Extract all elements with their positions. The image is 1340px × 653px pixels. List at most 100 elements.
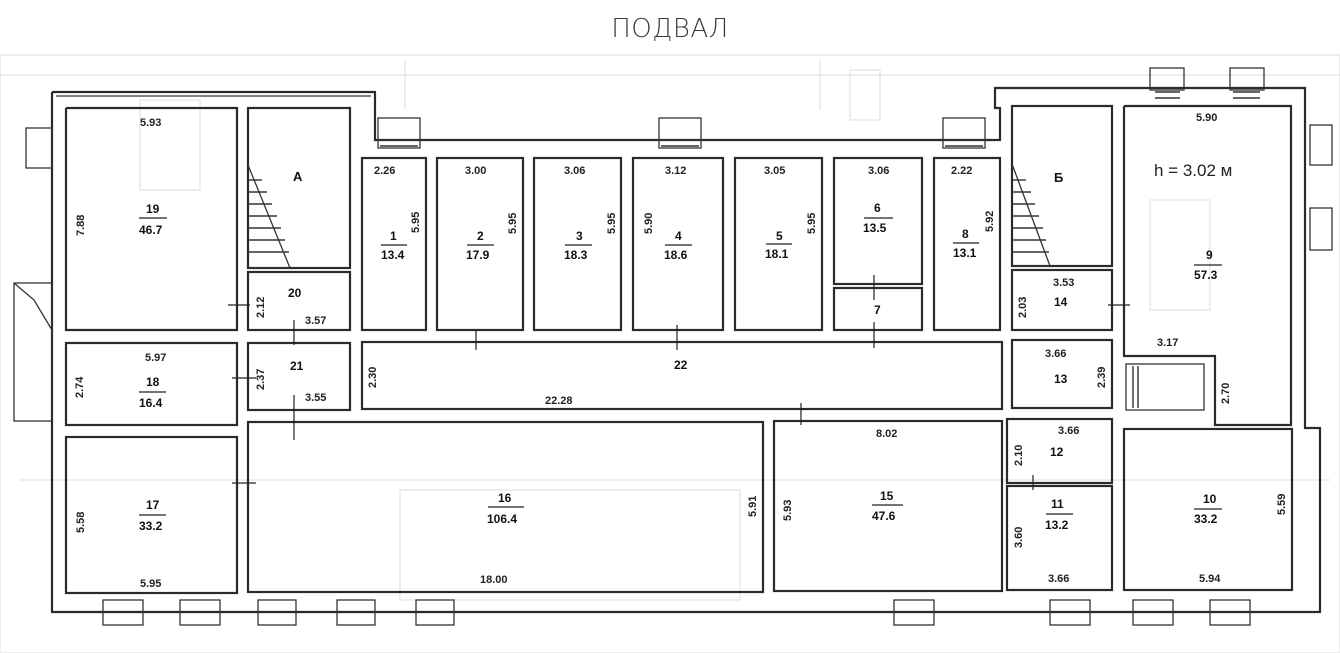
svg-text:47.6: 47.6	[872, 509, 896, 523]
svg-text:3.57: 3.57	[305, 315, 326, 327]
svg-text:1: 1	[390, 229, 397, 243]
window-wells-left	[13, 127, 53, 331]
svg-text:3.12: 3.12	[665, 165, 686, 177]
room-b: Б	[1010, 104, 1114, 268]
svg-text:2.03: 2.03	[1017, 297, 1029, 318]
room-2: 3.00 5.95 2 17.9	[435, 156, 525, 332]
room-4: 3.12 5.90 4 18.6	[631, 117, 725, 332]
svg-text:4: 4	[675, 229, 682, 243]
svg-text:3.06: 3.06	[564, 165, 585, 177]
svg-text:3.00: 3.00	[465, 165, 486, 177]
svg-text:5.94: 5.94	[1199, 573, 1221, 585]
svg-text:5: 5	[776, 229, 783, 243]
svg-text:14: 14	[1054, 295, 1068, 309]
svg-text:3.17: 3.17	[1157, 337, 1178, 349]
room-7: 7	[832, 286, 924, 332]
svg-text:5.95: 5.95	[410, 212, 422, 233]
svg-text:5.91: 5.91	[747, 496, 759, 517]
svg-text:17: 17	[146, 498, 160, 512]
svg-text:13.4: 13.4	[381, 248, 405, 262]
svg-text:19: 19	[146, 202, 160, 216]
ceiling-height-label: h = 3.02 м	[1154, 161, 1232, 180]
room-6: 3.06 6 13.5	[832, 156, 924, 286]
svg-text:33.2: 33.2	[139, 519, 163, 533]
svg-text:3.05: 3.05	[764, 165, 785, 177]
svg-text:5.95: 5.95	[806, 213, 818, 234]
room-14: 3.53 2.03 14	[1010, 268, 1114, 332]
svg-text:18.6: 18.6	[664, 248, 688, 262]
svg-text:2.12: 2.12	[255, 297, 267, 318]
svg-text:2: 2	[477, 229, 484, 243]
room-5: 3.05 5.95 5 18.1	[733, 156, 824, 332]
svg-text:15: 15	[880, 489, 894, 503]
svg-text:33.2: 33.2	[1194, 512, 1218, 526]
svg-text:2.26: 2.26	[374, 165, 395, 177]
svg-text:8.02: 8.02	[876, 428, 897, 440]
room-12: 3.66 2.10 12	[1005, 417, 1114, 485]
svg-text:2.74: 2.74	[74, 376, 86, 398]
room-1: 2.26 5.95 1 13.4	[360, 117, 428, 332]
svg-text:46.7: 46.7	[139, 223, 163, 237]
svg-text:106.4: 106.4	[487, 512, 517, 526]
page-title: ПОДВАЛ	[611, 14, 729, 44]
svg-text:5.93: 5.93	[782, 500, 794, 521]
svg-text:10: 10	[1203, 492, 1217, 506]
svg-text:17.9: 17.9	[466, 248, 490, 262]
svg-text:57.3: 57.3	[1194, 268, 1218, 282]
svg-text:13: 13	[1054, 372, 1068, 386]
room-19-height: 7.88	[75, 215, 87, 236]
svg-text:13.1: 13.1	[953, 246, 977, 260]
room-22-corridor: 22 2.30 22.28	[360, 340, 1004, 411]
svg-text:5.59: 5.59	[1276, 494, 1288, 515]
room-10: 10 33.2 5.59 5.94	[1122, 427, 1294, 592]
room-19: 5.93 7.88 19 46.7	[75, 117, 167, 237]
outer-walls	[50, 86, 1322, 614]
svg-text:2.22: 2.22	[951, 165, 972, 177]
svg-text:11: 11	[1051, 497, 1064, 511]
svg-text:9: 9	[1206, 248, 1213, 262]
svg-text:16: 16	[498, 491, 512, 505]
svg-text:2.10: 2.10	[1013, 445, 1025, 466]
scan-underlay	[0, 54, 1340, 653]
svg-text:5.97: 5.97	[145, 352, 166, 364]
svg-text:13.5: 13.5	[863, 221, 887, 235]
room-15: 8.02 15 47.6 5.93	[772, 419, 1004, 593]
svg-text:3.60: 3.60	[1013, 527, 1025, 548]
svg-text:2.39: 2.39	[1096, 367, 1108, 388]
svg-text:5.95: 5.95	[507, 213, 519, 234]
room-18: 5.97 2.74 18 16.4	[13, 282, 239, 427]
room-20: 20 2.12 3.57	[246, 270, 352, 332]
svg-text:3.66: 3.66	[1058, 425, 1079, 437]
svg-text:18.3: 18.3	[564, 248, 588, 262]
svg-text:3.66: 3.66	[1045, 348, 1066, 360]
svg-text:18: 18	[146, 375, 160, 389]
svg-text:18.00: 18.00	[480, 574, 508, 586]
svg-text:5.92: 5.92	[984, 211, 996, 232]
svg-text:5.90: 5.90	[1196, 112, 1217, 124]
room-19-width: 5.93	[140, 117, 161, 129]
room-17: 17 33.2 5.58 5.95	[64, 435, 239, 595]
svg-text:21: 21	[290, 359, 304, 373]
svg-text:5.95: 5.95	[140, 578, 161, 590]
svg-text:13.2: 13.2	[1045, 518, 1069, 532]
svg-text:5.90: 5.90	[643, 213, 655, 234]
svg-text:18.1: 18.1	[765, 247, 789, 261]
svg-text:2.37: 2.37	[255, 369, 267, 390]
svg-text:20: 20	[288, 286, 302, 300]
room-b-label: Б	[1054, 170, 1063, 185]
svg-text:2.70: 2.70	[1220, 383, 1232, 404]
svg-text:3.06: 3.06	[868, 165, 889, 177]
svg-text:6: 6	[874, 201, 881, 215]
svg-text:22: 22	[674, 358, 688, 372]
room-21: 21 2.37 3.55	[246, 341, 352, 412]
svg-text:5.95: 5.95	[606, 213, 618, 234]
room-3: 3.06 5.95 3 18.3	[532, 156, 623, 332]
svg-text:8: 8	[962, 227, 969, 241]
svg-text:3.55: 3.55	[305, 392, 326, 404]
svg-text:5.58: 5.58	[75, 512, 87, 533]
room-8: 2.22 5.92 8 13.1	[932, 117, 1002, 332]
door-markers	[228, 275, 1130, 490]
room-a: А	[246, 106, 352, 270]
room-13: 3.66 13 2.39	[1010, 338, 1114, 410]
